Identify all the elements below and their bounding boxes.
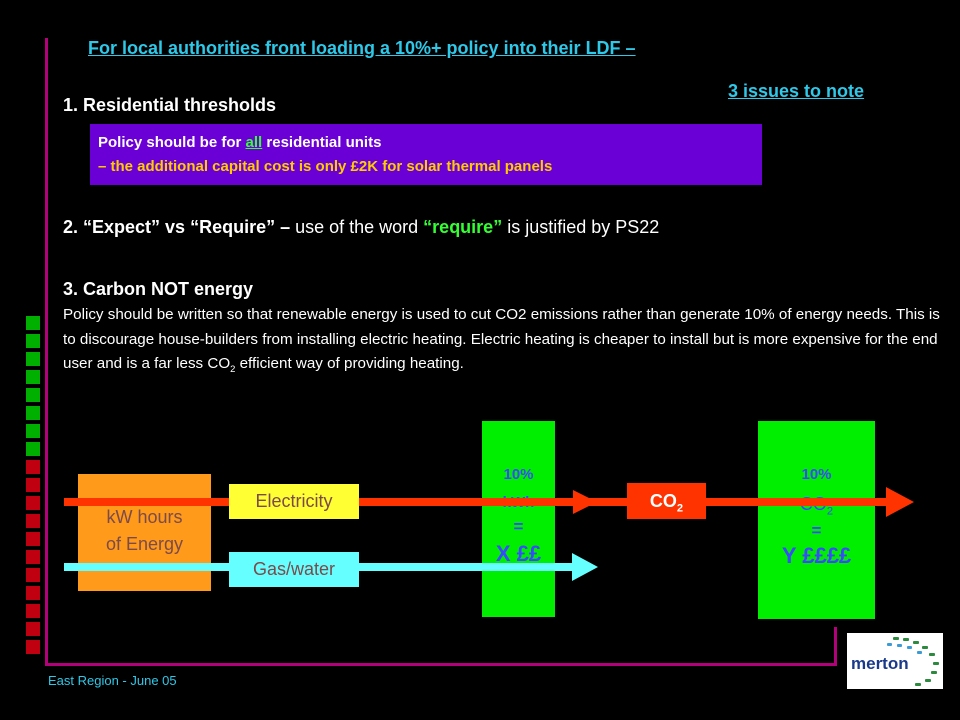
- svg-text:merton: merton: [851, 654, 909, 673]
- section3-paragraph: Policy should be written so that renewab…: [63, 306, 940, 375]
- merton-logo-icon: merton: [851, 637, 939, 686]
- callout-line2: – the additional capital cost is only £2…: [98, 158, 553, 175]
- section2-statement: 2. “Expect” vs “Require” – use of the wo…: [63, 217, 660, 237]
- left-frame-line: [45, 38, 48, 666]
- square-strip: [26, 316, 42, 666]
- electricity-arrow-head-mid: [573, 490, 597, 514]
- electricity-arrow-head-end: [886, 487, 914, 517]
- all-highlight: all: [245, 134, 263, 151]
- gas-water-label: Gas/water: [229, 552, 359, 587]
- electricity-label: Electricity: [229, 484, 359, 519]
- right-frame-line: [834, 627, 837, 666]
- co2-label: CO2: [627, 483, 706, 519]
- slide-title-link[interactable]: For local authorities front loading a 10…: [88, 38, 636, 58]
- energy-box-label: kW hours of Energy: [105, 507, 184, 554]
- footer-text: East Region - June 05: [48, 673, 177, 688]
- merton-logo: merton: [847, 633, 943, 689]
- gas-arrow-head: [572, 553, 598, 581]
- issues-link[interactable]: 3 issues to note: [728, 81, 865, 101]
- callout-line1: Policy should be for all residential uni…: [98, 134, 382, 151]
- energy-box: kW hours of Energy: [78, 474, 211, 591]
- section1-heading: 1. Residential thresholds: [63, 95, 277, 115]
- policy-callout-box: Policy should be for all residential uni…: [90, 124, 762, 185]
- section3-heading: 3. Carbon NOT energy: [63, 279, 254, 299]
- bottom-frame-line: [45, 663, 837, 666]
